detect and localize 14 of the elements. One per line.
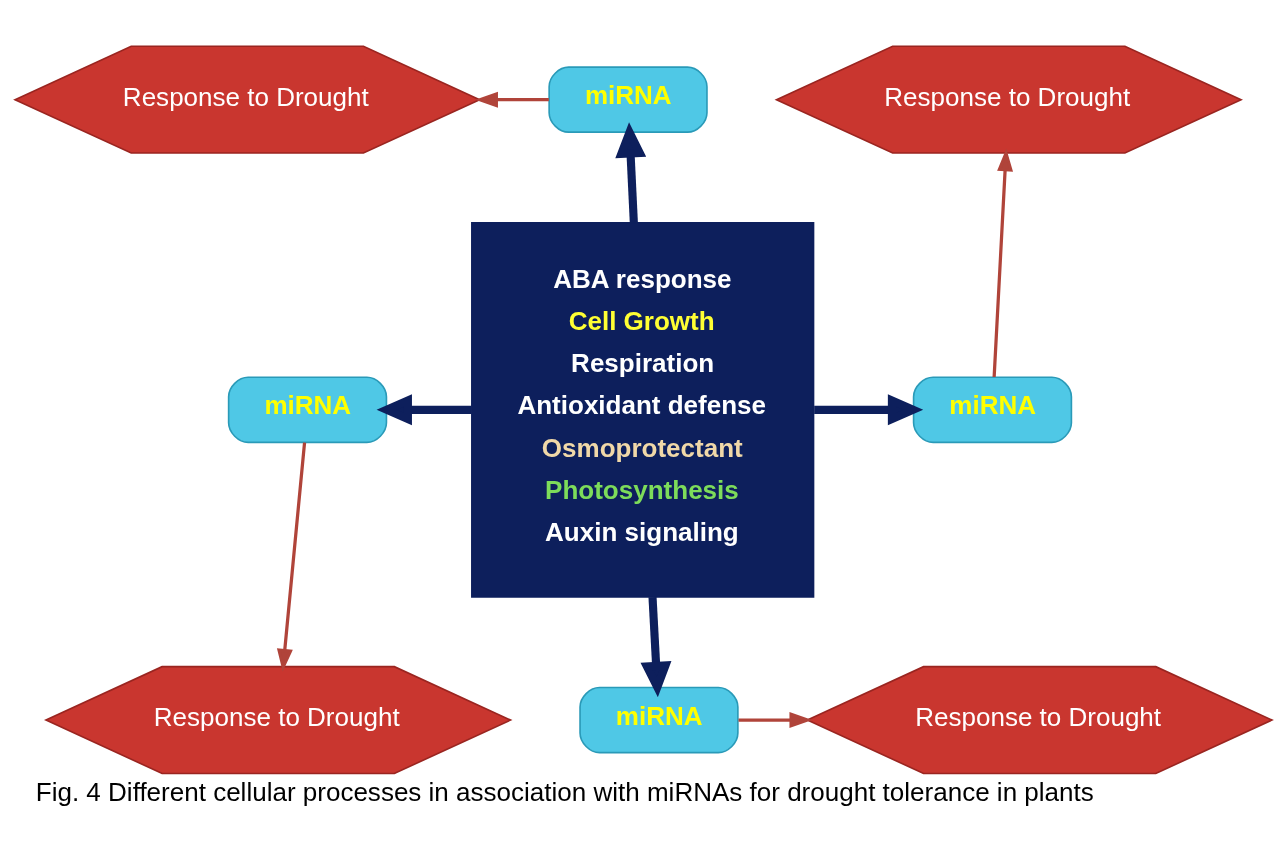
arrow (992, 148, 1014, 378)
node-box: miRNA (227, 376, 388, 444)
arrow (640, 596, 672, 698)
arrow (738, 712, 813, 729)
node-box: ABA response Cell Growth Respiration Antioxidant defense Osmoprotectant Photosynthesis Auxin signaling (471, 221, 815, 598)
arrow (814, 394, 924, 426)
arrow (376, 394, 472, 426)
arrow (276, 442, 307, 672)
node-box: miRNA (912, 376, 1073, 444)
arrow (615, 122, 647, 223)
node-box: miRNA (548, 66, 708, 133)
arrow (475, 91, 549, 108)
caption: Fig. 4 Different cellular processes in association with miRNAs for drought tolerance in plants (35, 776, 1094, 807)
node-box: miRNA (579, 686, 739, 754)
